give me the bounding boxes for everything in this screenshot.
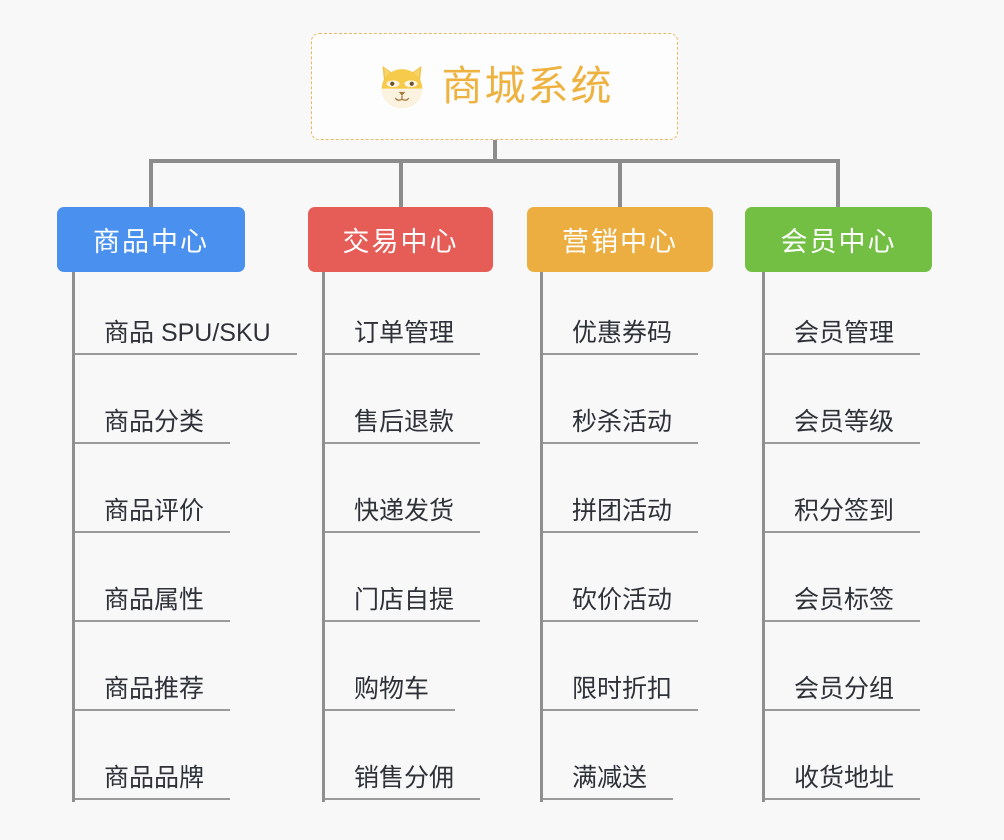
- leaf-item-label: 会员标签: [765, 586, 921, 622]
- leaf-item-label: 拼团活动: [543, 497, 699, 533]
- leaf-item-label: 订单管理: [325, 319, 481, 355]
- branch-header-product[interactable]: 商品中心: [57, 207, 245, 272]
- branch-header-marketing[interactable]: 营销中心: [527, 207, 713, 272]
- leaf-item-label: 商品评价: [75, 497, 231, 533]
- branch-header-member[interactable]: 会员中心: [745, 207, 932, 272]
- leaf-item-label: 商品品牌: [75, 764, 231, 800]
- leaf-item-label: 快递发货: [325, 497, 481, 533]
- leaf-item-label: 积分签到: [765, 497, 921, 533]
- root-node[interactable]: 商城系统: [311, 33, 678, 140]
- branch-drop-line-1: [149, 159, 153, 207]
- branch-drop-line-4: [836, 159, 840, 207]
- leaf-item-label: 会员管理: [765, 319, 921, 355]
- leaf-item-label: 收货地址: [765, 764, 921, 800]
- branch-header-trade[interactable]: 交易中心: [308, 207, 493, 272]
- branch-header-label: 会员中心: [780, 227, 897, 257]
- leaf-item-label: 满减送: [543, 764, 674, 800]
- leaf-item-label: 商品 SPU/SKU: [75, 319, 297, 355]
- branch-header-label: 商品中心: [93, 227, 209, 257]
- leaf-item-label: 商品分类: [75, 408, 231, 444]
- leaf-item-label: 会员等级: [765, 408, 921, 444]
- branch-drop-line-2: [399, 159, 403, 207]
- branch-spine-line: [762, 272, 765, 802]
- shiba-dog-face-icon: [381, 65, 422, 108]
- leaf-item-label: 销售分佣: [325, 764, 481, 800]
- branch-header-label: 营销中心: [562, 227, 678, 257]
- leaf-item-label: 商品推荐: [75, 675, 231, 711]
- root-stem-line: [493, 140, 497, 163]
- branch-spine-line: [72, 272, 75, 802]
- leaf-item-label: 限时折扣: [543, 675, 699, 711]
- root-title: 商城系统: [441, 63, 614, 109]
- branch-bus-line: [149, 159, 839, 163]
- branch-spine-line: [322, 272, 325, 802]
- leaf-item-label: 门店自提: [325, 586, 481, 622]
- branch-header-label: 交易中心: [342, 227, 459, 257]
- leaf-item-label: 售后退款: [325, 408, 481, 444]
- leaf-item-label: 砍价活动: [543, 586, 699, 622]
- leaf-item-label: 购物车: [325, 675, 456, 711]
- branch-spine-line: [540, 272, 543, 802]
- leaf-item-label: 优惠券码: [543, 319, 699, 355]
- branch-drop-line-3: [618, 159, 622, 207]
- leaf-item-label: 商品属性: [75, 586, 231, 622]
- leaf-item-label: 会员分组: [765, 675, 921, 711]
- leaf-item-label: 秒杀活动: [543, 408, 699, 444]
